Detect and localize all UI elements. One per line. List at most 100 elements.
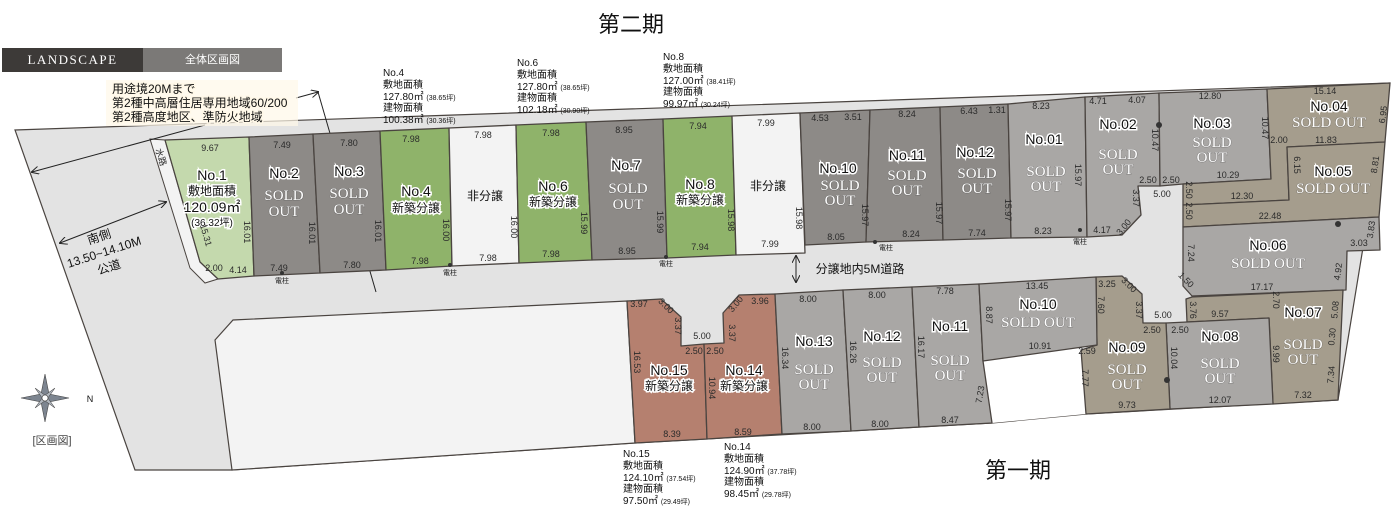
dim: 9.73	[1118, 400, 1136, 410]
lot-label: No.07	[1284, 304, 1322, 320]
lot-p1-09[interactable]	[1080, 275, 1171, 415]
dim: 7.78	[936, 286, 954, 296]
sold-label: SOLD	[1283, 337, 1322, 353]
lot-p1-13[interactable]	[774, 289, 852, 435]
dim: 7.98	[402, 134, 420, 144]
lot-label: No.11	[932, 318, 969, 334]
dim: 2.59	[1078, 346, 1096, 356]
lot-label: No.10	[1019, 296, 1057, 312]
dim: 17.17	[1251, 282, 1274, 292]
svg-text:敷地面積: 敷地面積	[517, 68, 557, 81]
svg-text:建物面積: 建物面積	[724, 475, 764, 488]
lot-p1-08[interactable]	[1165, 317, 1274, 410]
lot-p1-07[interactable]	[1185, 289, 1344, 405]
svg-text:102.18㎡ (30.90坪): 102.18㎡ (30.90坪)	[517, 104, 590, 116]
lot-label: No.12	[956, 144, 994, 160]
sold-label: SOLD	[887, 168, 926, 184]
lot-p1-14[interactable]	[703, 293, 783, 440]
lot-p1-12b[interactable]	[842, 286, 920, 432]
lot-p1-05[interactable]	[1182, 141, 1386, 228]
lot-p2-4[interactable]	[379, 127, 453, 271]
lower-left-lot	[214, 300, 636, 471]
dim: 15.99	[655, 211, 665, 234]
dim: 3.25	[1098, 279, 1116, 289]
lot-p1-11[interactable]	[865, 106, 944, 243]
dim: 13.45	[1026, 281, 1049, 291]
dim: 15.31	[198, 223, 214, 247]
dim: 16.34	[780, 347, 790, 370]
dim: 1.50	[1176, 270, 1195, 289]
dim: 7.80	[340, 138, 358, 148]
status-label: 新築分譲	[529, 194, 577, 209]
dim: 15.97	[1073, 164, 1083, 187]
dim: 9.67	[201, 143, 219, 153]
lot-p2-6[interactable]	[515, 121, 593, 264]
dim: 7.94	[691, 242, 709, 252]
lot-p2-9[interactable]	[731, 112, 806, 256]
dim: 15.97	[1003, 199, 1013, 222]
svg-text:建物面積: 建物面積	[383, 101, 423, 114]
lot-p1-11b[interactable]	[911, 283, 993, 428]
lot-p2-3[interactable]	[312, 130, 387, 274]
sold-label: SOLD	[264, 188, 303, 204]
tab-site-plan[interactable]: 全体区画図	[143, 48, 282, 72]
svg-text:No.15: No.15	[623, 449, 650, 460]
dim: 6.95	[1377, 105, 1389, 124]
dim: 4.92	[1332, 262, 1344, 281]
brand-logo[interactable]: LANDSCAPE	[2, 48, 143, 72]
lot-p1-12[interactable]	[939, 103, 1012, 241]
lot-p1-01[interactable]	[1007, 96, 1088, 239]
lot-p1-02[interactable]	[1084, 92, 1161, 238]
status-label: 非分譲	[467, 188, 503, 203]
lot-p2-2[interactable]	[248, 133, 321, 277]
lot-p1-03[interactable]	[1158, 88, 1272, 187]
lot-label: No.6	[538, 178, 568, 194]
sold-label: OUT	[799, 377, 830, 393]
dim: 8.39	[663, 429, 681, 439]
utility-pole-label: 電柱	[443, 268, 457, 277]
dim: 12.30	[1231, 191, 1254, 201]
dim: 2.50	[1171, 325, 1189, 335]
sold-label: SOLD	[608, 181, 647, 197]
lot-p2-8[interactable]	[662, 115, 737, 259]
dim: 4.07	[1128, 95, 1146, 105]
lot-label: No.08	[1201, 328, 1239, 344]
svg-text:建物面積: 建物面積	[663, 85, 703, 98]
dim: 7.98	[479, 253, 497, 263]
phase2-title: 第二期	[598, 13, 664, 38]
lot-label: No.02	[1099, 116, 1137, 132]
dim: 8.95	[618, 246, 636, 256]
lot-p2-7[interactable]	[585, 118, 668, 261]
sold-label: SOLD	[1200, 356, 1239, 372]
status-label: 新築分譲	[676, 192, 724, 207]
dim: 2.00	[205, 263, 223, 273]
lot-label: No.1	[197, 167, 227, 183]
dim: 16.17	[916, 336, 926, 359]
lot-p2-5[interactable]	[448, 124, 520, 267]
dim: 10.29	[1217, 170, 1240, 180]
lot-p1-06[interactable]	[1182, 216, 1381, 297]
sold-label: SOLD	[957, 166, 996, 182]
dim: 4.71	[1089, 96, 1107, 106]
utility-pole-label: 電柱	[879, 243, 893, 252]
lot-label: No.4	[401, 183, 431, 199]
lot-p1-15[interactable]	[626, 298, 708, 444]
lot-detail-no14: No.14 敷地面積 124.90㎡ (37.78坪) 建物面積 98.45㎡ …	[724, 442, 797, 500]
lot-p1-10[interactable]	[799, 109, 871, 246]
internal-road-label: 分譲地内5M道路	[816, 261, 905, 276]
dim: 3.76	[1188, 301, 1198, 319]
svg-text:No.8: No.8	[663, 52, 685, 63]
dim: 7.34	[1325, 366, 1336, 384]
lot-p1-04[interactable]	[1182, 82, 1391, 206]
dim: 5.08	[1329, 301, 1340, 319]
waterway	[149, 138, 219, 284]
status-label: 新築分譲	[645, 378, 693, 393]
svg-text:No.14: No.14	[724, 442, 751, 453]
lot-p1-10b[interactable]	[978, 276, 1098, 362]
zoning-arrow-right	[295, 92, 318, 99]
lot-label: No.01	[1025, 131, 1063, 147]
map-caption: [区画図]	[32, 434, 71, 447]
dim: 3.00	[1114, 217, 1133, 237]
lot-p2-1[interactable]	[164, 136, 255, 280]
dim: 5.00	[1154, 310, 1172, 320]
